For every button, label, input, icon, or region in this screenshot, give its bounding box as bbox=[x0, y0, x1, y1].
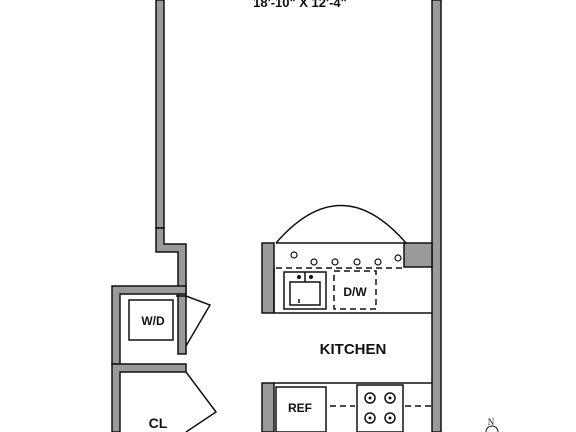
cabinet-dot-1 bbox=[290, 251, 298, 259]
closet-label: CL bbox=[149, 415, 168, 431]
kitchen-left-wall-lower bbox=[261, 382, 275, 432]
cabinet-dot-5 bbox=[374, 258, 382, 266]
closet-bifold-door bbox=[185, 371, 218, 432]
sink-basin bbox=[289, 281, 321, 306]
kitchen-walls bbox=[261, 242, 433, 432]
burner-4-center bbox=[388, 416, 392, 420]
dishwasher-label: D/W bbox=[343, 285, 367, 299]
washer-dryer-label: W/D bbox=[141, 314, 165, 328]
kitchen-right-wall-stub bbox=[403, 242, 433, 268]
cabinet-arc bbox=[275, 204, 407, 269]
wd-bifold-door bbox=[185, 295, 212, 347]
cabinet-dot-4 bbox=[353, 258, 361, 266]
compass-label: N bbox=[488, 417, 495, 427]
compass-circle bbox=[485, 425, 499, 432]
right-wall bbox=[431, 0, 442, 432]
kitchen-label: KITCHEN bbox=[320, 341, 387, 358]
burner-3-center bbox=[368, 416, 372, 420]
sink-knob-right bbox=[309, 275, 313, 279]
burner-4 bbox=[384, 412, 396, 424]
washer-dryer-unit bbox=[128, 299, 174, 341]
closet bbox=[185, 371, 218, 432]
lower-counter bbox=[274, 382, 432, 432]
burner-1-center bbox=[368, 396, 372, 400]
burner-1 bbox=[364, 392, 376, 404]
washer-dryer-closet bbox=[111, 285, 212, 432]
burner-3 bbox=[364, 412, 376, 424]
cabinet-dot-6 bbox=[394, 254, 402, 262]
room-dimensions-label: 18'-10" X 12'-4" bbox=[253, 0, 347, 10]
upper-counter bbox=[273, 268, 432, 314]
sink-knob-left bbox=[297, 275, 301, 279]
burner-2 bbox=[384, 392, 396, 404]
main-room-walls bbox=[155, 0, 442, 432]
left-wall-upper bbox=[155, 0, 165, 229]
burner-2-center bbox=[388, 396, 392, 400]
cabinet-dot-3 bbox=[331, 258, 339, 266]
refrigerator-label: REF bbox=[288, 401, 312, 415]
compass: N bbox=[485, 417, 499, 432]
left-wall-step bbox=[155, 227, 187, 355]
cabinet-arc-outline bbox=[275, 204, 407, 244]
dishwasher-outline bbox=[333, 270, 377, 310]
cabinet-dot-2 bbox=[310, 258, 318, 266]
stove-outline bbox=[356, 384, 404, 432]
refrigerator-outline bbox=[275, 386, 327, 432]
closet-divider-wall bbox=[111, 363, 187, 432]
kitchen-left-wall-upper bbox=[261, 242, 275, 314]
